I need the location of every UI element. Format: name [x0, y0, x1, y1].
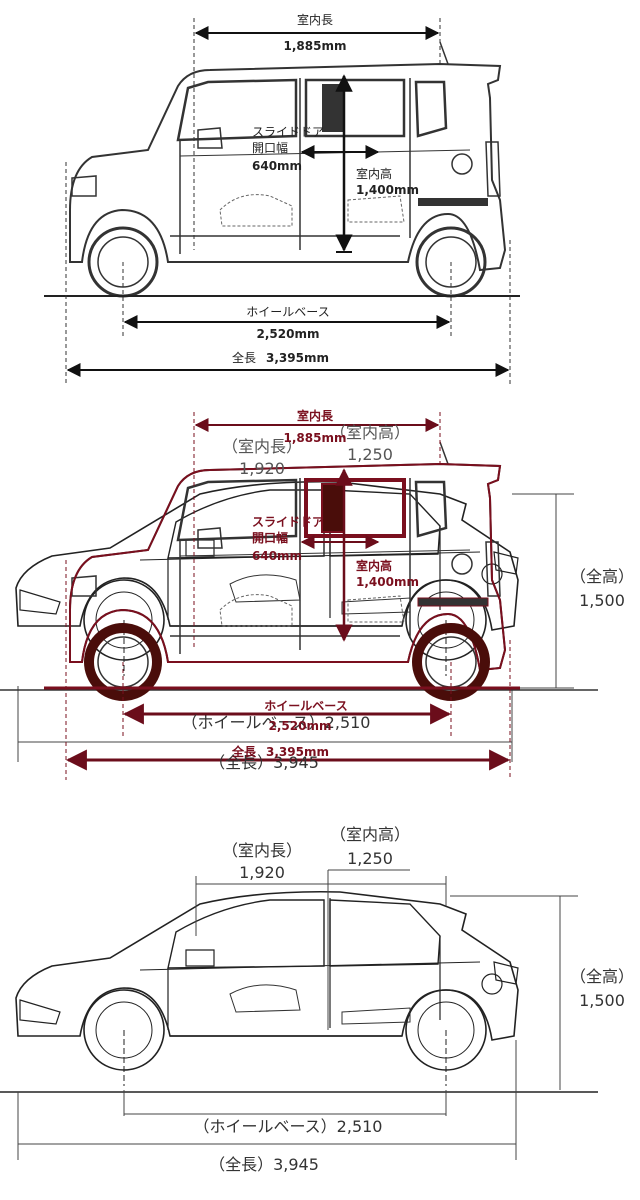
- overlay-panel: （室内長） 1,920 （室内高） 1,250 （全高） 1,500 （ホイール…: [0, 408, 634, 780]
- hatch-interior-length-label: （室内長）: [222, 841, 302, 860]
- overlay-hatch-interior-height-value: 1,250: [347, 445, 393, 464]
- van-wheelbase-label: ホイールベース: [246, 305, 329, 319]
- van-overall-length-label: 全長: [232, 350, 256, 365]
- overlay-hatch-interior-length-value: 1,920: [239, 459, 285, 478]
- van-panel: 室内長 1,885mm スライドドア 開口幅 640mm 室内高 1,400mm…: [44, 12, 520, 386]
- overlay-van-interior-height-label: 室内高: [356, 558, 392, 573]
- van-interior-height-label: 室内高: [356, 166, 392, 181]
- van-slide-door-label-2: 開口幅: [252, 140, 288, 155]
- overlay-van-wheelbase-label: ホイールベース: [264, 699, 347, 713]
- van-wheelbase-value: 2,520mm: [257, 327, 320, 341]
- hatch-overall-length-text: （全長）3,945: [209, 1155, 319, 1174]
- overlay-van-overall-length-value: 3,395mm: [266, 745, 329, 759]
- hatch-interior-length-value: 1,920: [239, 863, 285, 882]
- overlay-van-interior-length-value: 1,885mm: [284, 431, 347, 445]
- van-slide-door-value: 640mm: [252, 159, 302, 173]
- hatch-wheelbase-text: （ホイールベース）2,510: [193, 1117, 382, 1136]
- overlay-hatch-overall-length-text: （全長）3,945: [209, 753, 319, 772]
- overlay-hatch-overall-height-label: （全高）: [570, 567, 634, 586]
- hatchback-side-view: [15, 890, 519, 1087]
- hatch-overall-height-value: 1,500: [579, 991, 625, 1010]
- overlay-van-overall-length-label: 全長: [231, 744, 257, 759]
- van-overall-length-value: 3,395mm: [266, 351, 329, 365]
- hatch-overall-height-label: （全高）: [570, 967, 634, 986]
- overlay-van-interior-height-value: 1,400mm: [356, 575, 419, 589]
- van-interior-height-value: 1,400mm: [356, 183, 419, 197]
- van-interior-length-label: 室内長: [297, 12, 333, 27]
- overlay-hatch-interior-height-label: （室内高）: [330, 423, 410, 442]
- overlay-hatch-overall-height-value: 1,500: [579, 591, 625, 610]
- overlay-hatch-wheelbase-text: （ホイールベース）2,510: [181, 713, 370, 732]
- overlay-van-slide-door-label-2: 開口幅: [252, 530, 288, 545]
- hatchback-panel: （室内長） 1,920 （室内高） 1,250 （全高） 1,500 （ホイール…: [0, 825, 634, 1174]
- hatch-interior-height-label: （室内高）: [330, 825, 410, 844]
- overlay-van-wheelbase-value: 2,520mm: [269, 719, 332, 733]
- overlay-hatch-interior-length-label: （室内長）: [222, 437, 302, 456]
- van-slide-door-label-1: スライドドア: [252, 125, 324, 139]
- overlay-van-slide-door-value: 640mm: [252, 549, 302, 563]
- van-interior-length-value: 1,885mm: [284, 39, 347, 53]
- overlay-van-slide-door-label-1: スライドドア: [252, 515, 324, 529]
- overlay-van-interior-length-label: 室内長: [297, 408, 334, 423]
- hatch-interior-height-value: 1,250: [347, 849, 393, 868]
